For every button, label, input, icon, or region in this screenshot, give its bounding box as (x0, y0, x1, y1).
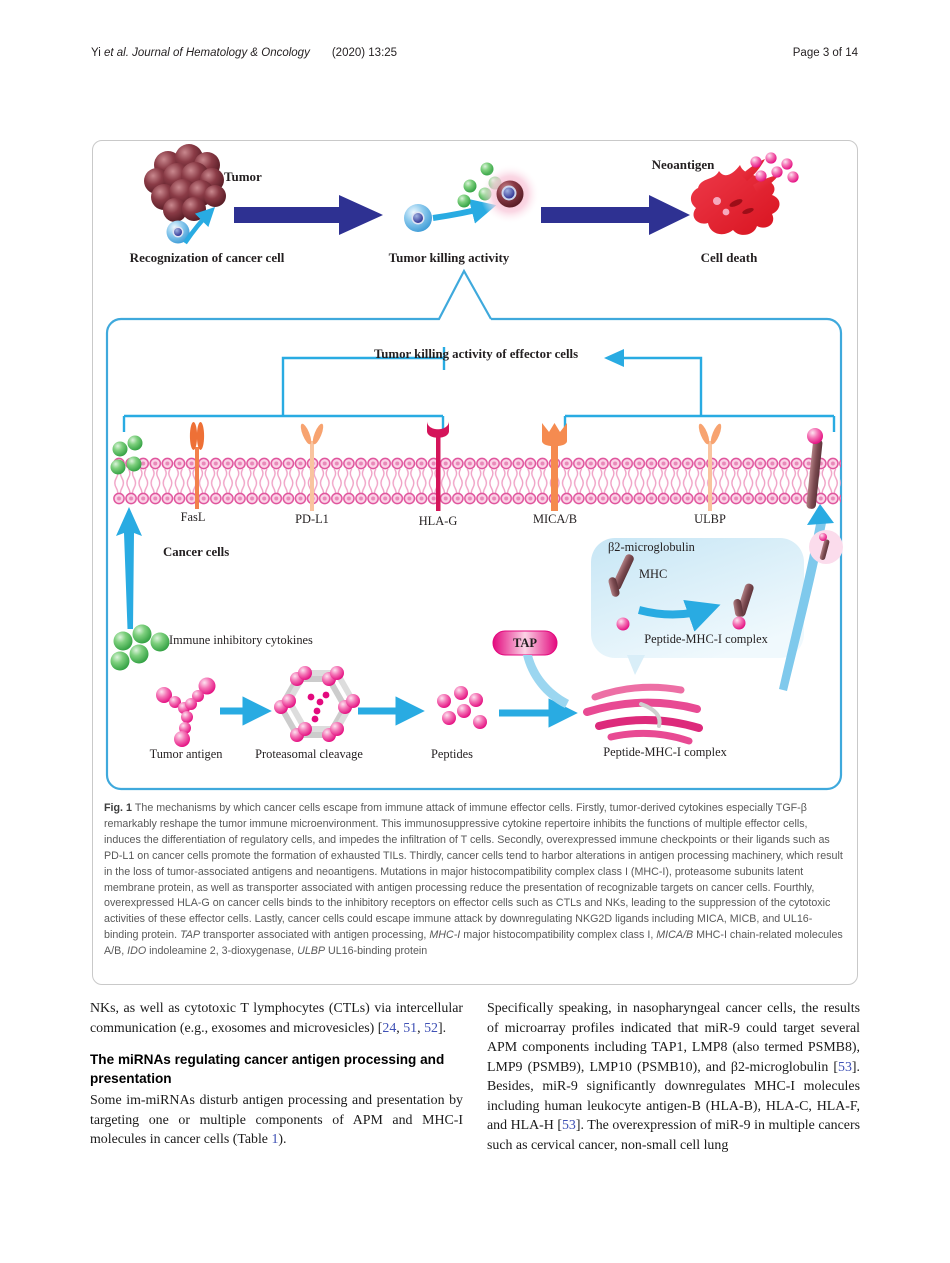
text-segment: NKs, as well as cytotoxic T lymphocytes … (90, 1001, 463, 1036)
text-segment: MICA/B (656, 929, 694, 942)
proteasome-label: Proteasomal cleavage (255, 747, 363, 761)
effector-cell-icon (404, 204, 432, 232)
activation-bracket-right (563, 349, 836, 432)
paragraph: Some im-miRNAs disturb antigen processin… (90, 1091, 463, 1150)
cancer-cells-label: Cancer cells (163, 545, 230, 559)
recognition-label: Recognization of cancer cell (129, 250, 285, 265)
volume-issue: (2020) 13:25 (331, 47, 398, 59)
neoantigen-dots-icon (750, 152, 799, 183)
tap-label: TAP (512, 636, 538, 650)
text-segment: ]. The overexpression of miR-9 in multip… (487, 1118, 860, 1153)
text-segment: UL16-binding protein (325, 945, 428, 958)
pmhc-box-label: Peptide-MHC-I complex (644, 632, 768, 646)
text-segment: IDO (127, 945, 147, 958)
hlag-label: HLA-G (418, 514, 458, 528)
cytokines-label: Immune inhibitory cytokines (169, 633, 313, 647)
figure-caption: Fig. 1 The mechanisms by which cancer ce… (104, 801, 846, 960)
pdl1-label: PD-L1 (295, 512, 329, 526)
text-segment: MHC-I chain-related molecules A/B, (104, 929, 843, 958)
mhc-label: MHC (639, 567, 668, 581)
killing-arrow-icon (432, 199, 497, 224)
text-segment: ]. Besides, miR-9 significantly downregu… (487, 1059, 860, 1134)
text-segment: Specifically speaking, in nasopharyngeal… (487, 1001, 860, 1075)
recognition-arrow-icon (183, 206, 216, 245)
inner-box-outline (105, 268, 843, 791)
pdl1-receptor-icon (300, 423, 324, 511)
tap-pill-icon (492, 630, 569, 708)
citation-text: Yi et al. Journal of Hematology & Oncolo… (91, 47, 310, 59)
proteasome-icon (274, 666, 360, 742)
micab-receptor-icon (542, 423, 567, 511)
figure-diagram-svg (105, 144, 843, 791)
cytokine-up-arrow-icon (116, 507, 142, 629)
recognizing-cell-icon (166, 220, 190, 244)
vesicle-icon (809, 530, 843, 564)
right-column: Specifically speaking, in nasopharyngeal… (487, 999, 860, 1155)
tumor-label: Tumor (224, 169, 262, 184)
text-segment: ]. (437, 1020, 447, 1036)
inhibition-bracket-left (122, 347, 446, 432)
ulbp-label: ULBP (694, 512, 726, 526)
text-segment: ULBP (297, 945, 326, 958)
ulbp-receptor-icon (698, 423, 722, 511)
tumor-cluster-icon (144, 144, 226, 222)
section-heading: The miRNAs regulating cancer antigen pro… (90, 1052, 445, 1086)
running-head: Yi et al. Journal of Hematology & Oncolo… (91, 47, 397, 59)
fasl-receptor-icon (189, 422, 205, 509)
inline-link[interactable]: 53 (838, 1059, 852, 1075)
pmhc-er-label: Peptide-MHC-I complex (603, 745, 727, 759)
navy-arrow-1-icon (234, 195, 383, 235)
tap-swoosh-icon (523, 655, 569, 708)
text-segment: ). (278, 1132, 287, 1147)
inline-link[interactable]: 1 (271, 1132, 279, 1147)
page-header: Yi et al. Journal of Hematology & Oncolo… (91, 47, 858, 59)
assembly-arrow-icon (637, 599, 721, 632)
inline-link[interactable]: 24 (382, 1020, 397, 1036)
transport-swoosh-icon (779, 504, 834, 691)
text-segment: The mechanisms by which cancer cells esc… (104, 802, 843, 942)
mhc-assembly-box (591, 538, 804, 675)
inline-link[interactable]: 53 (561, 1118, 576, 1133)
cytokine-dots-membrane-icon (110, 435, 143, 475)
peptide-ball-icon (616, 617, 630, 631)
b2m-label: β2-microglobulin (608, 540, 695, 554)
inline-link[interactable]: 52 (424, 1020, 438, 1036)
er-pmhc-icon (583, 683, 703, 745)
text-segment: transporter associated with antigen proc… (200, 929, 430, 942)
text-segment: MHC-I (429, 929, 461, 942)
text-segment: major histocompatibility complex class I… (460, 929, 657, 942)
peptides-label: Peptides (431, 747, 473, 761)
paragraph: Specifically speaking, in nasopharyngeal… (487, 999, 860, 1155)
text-segment: , (417, 1020, 425, 1036)
tumor-killing-label: Tumor killing activity (388, 250, 510, 265)
text-segment: TAP (180, 929, 201, 942)
tumor-antigen-label: Tumor antigen (149, 747, 223, 761)
assembled-pmhc-icon (732, 583, 754, 630)
micab-label: MICA/B (532, 512, 578, 526)
text-segment: Fig. 1 (104, 802, 135, 814)
text-segment: indoleamine 2, 3-dioxygenase, (146, 945, 298, 958)
fasl-label: FasL (180, 510, 206, 524)
peptides-icon (437, 686, 487, 729)
cytokine-dots-bottom-icon (110, 624, 170, 671)
paragraph: NKs, as well as cytotoxic T lymphocytes … (90, 999, 463, 1038)
inline-link[interactable]: 51 (403, 1020, 418, 1036)
attacked-cell-icon (480, 164, 540, 224)
cell-death-label: Cell death (700, 250, 758, 265)
cell-membrane-icon (113, 456, 841, 506)
tumor-antigen-icon (156, 677, 216, 747)
left-column: NKs, as well as cytotoxic T lymphocytes … (90, 999, 463, 1150)
hlag-receptor-icon (427, 421, 449, 511)
page-number: Page 3 of 14 (792, 47, 858, 59)
text-segment: , (396, 1020, 404, 1036)
neoantigen-label: Neoantigen (651, 157, 715, 172)
text-segment: et al. Journal of Hematology & Oncology (104, 47, 310, 59)
inner-box-title: Tumor killing activity of effector cells (373, 347, 579, 361)
text-segment: Yi (91, 47, 104, 59)
membrane-pmhc-complex-icon (806, 428, 823, 509)
navy-arrow-2-icon (541, 195, 690, 235)
figure-1-panel: Tumor Recognization of cancer cell Tumor… (92, 140, 858, 985)
mhc-rods-icon (608, 554, 634, 597)
text-segment: Some im-miRNAs disturb antigen processin… (90, 1093, 463, 1147)
